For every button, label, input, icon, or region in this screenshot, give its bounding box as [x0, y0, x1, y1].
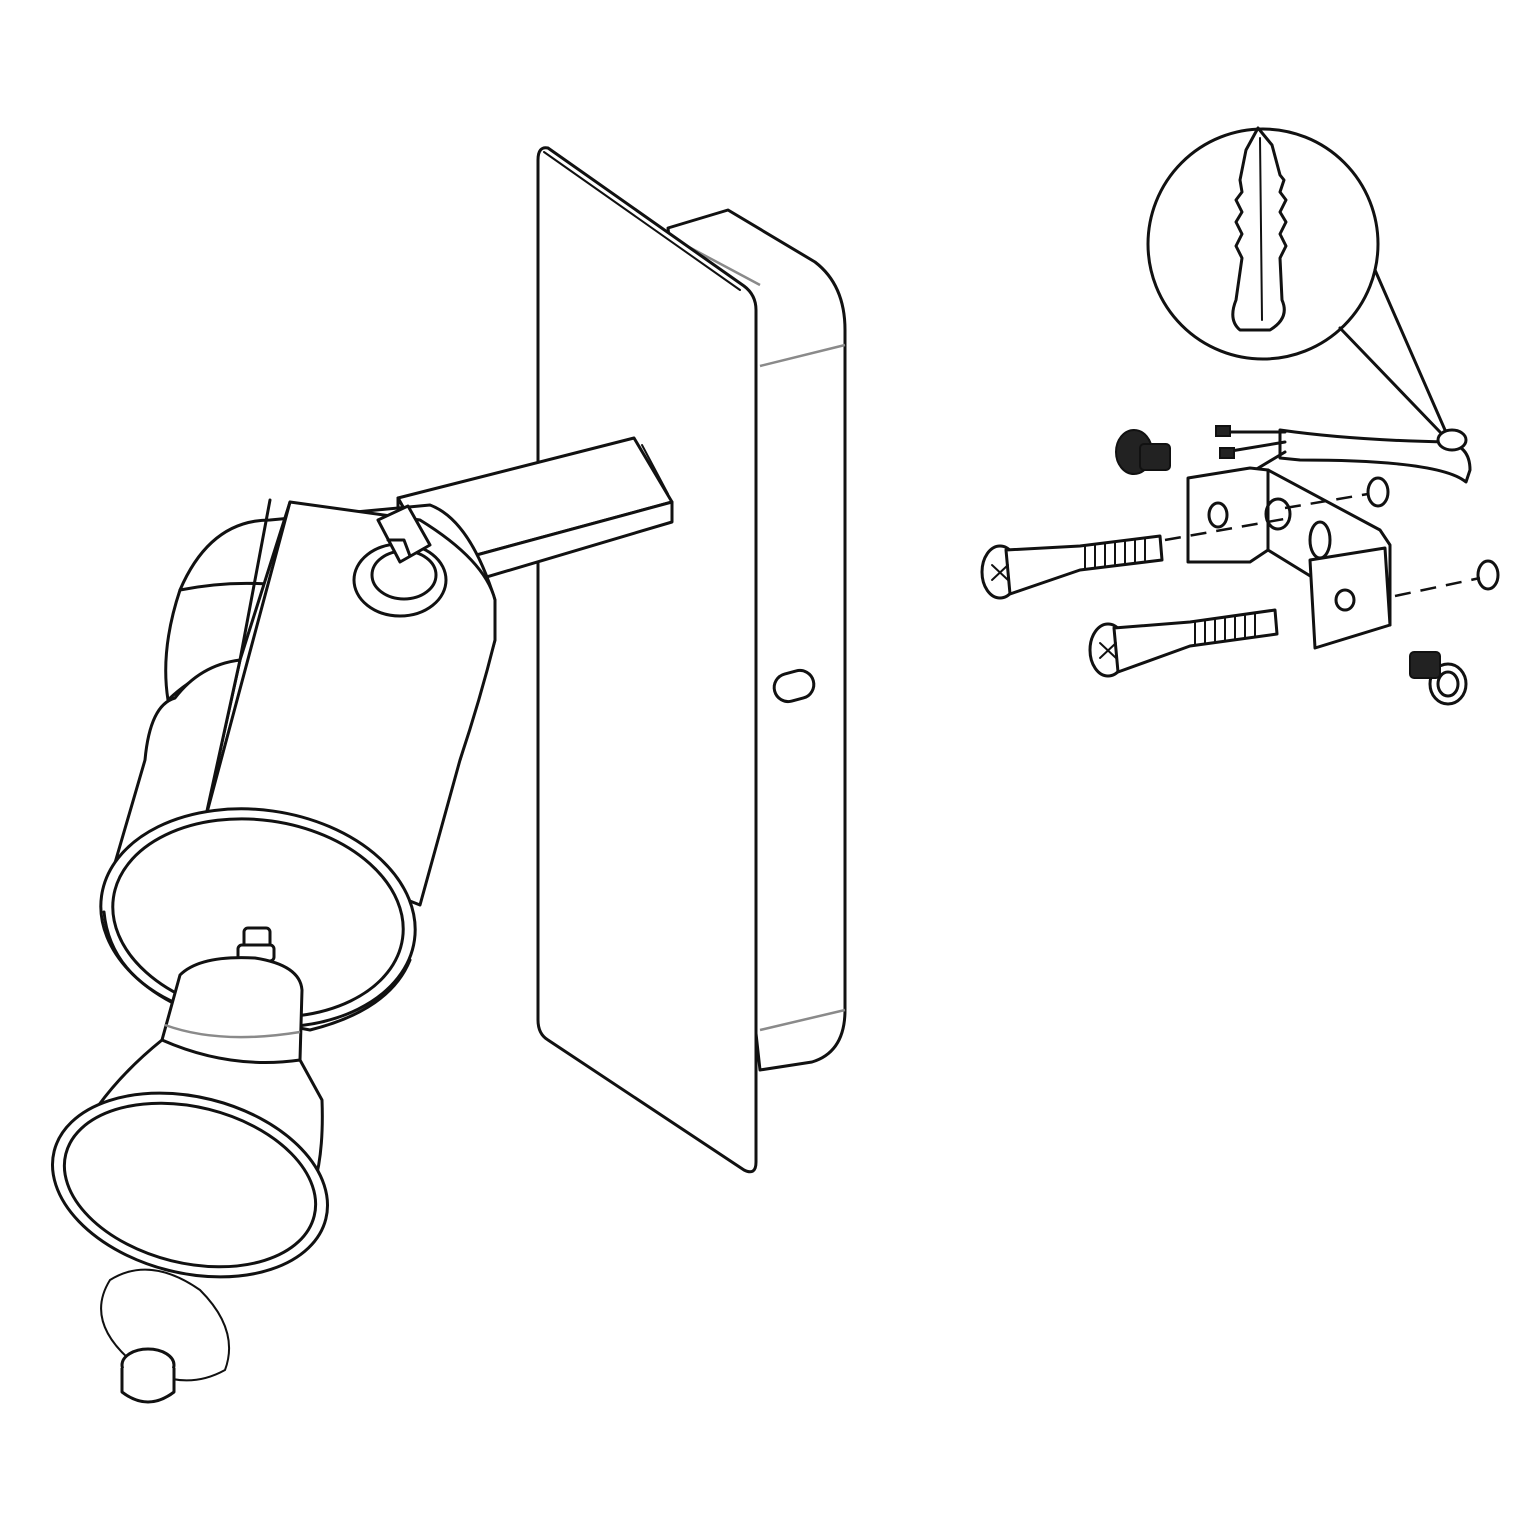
machine-screw	[1409, 651, 1468, 706]
spotlight-head	[99, 498, 497, 1032]
wall-plug	[1231, 126, 1288, 332]
wall-plug-callout	[1146, 126, 1447, 434]
switch-slot	[772, 668, 816, 704]
supply-cable	[1215, 425, 1472, 489]
wood-screw	[980, 516, 1291, 600]
wood-screw	[1088, 608, 1279, 678]
wall-plate	[536, 146, 847, 1174]
wall-hole-markers	[1284, 476, 1500, 598]
machine-screw	[1115, 429, 1171, 475]
mounting-bracket	[1186, 466, 1392, 650]
gu10-bulb	[51, 926, 329, 1279]
retaining-ring	[100, 1268, 231, 1404]
